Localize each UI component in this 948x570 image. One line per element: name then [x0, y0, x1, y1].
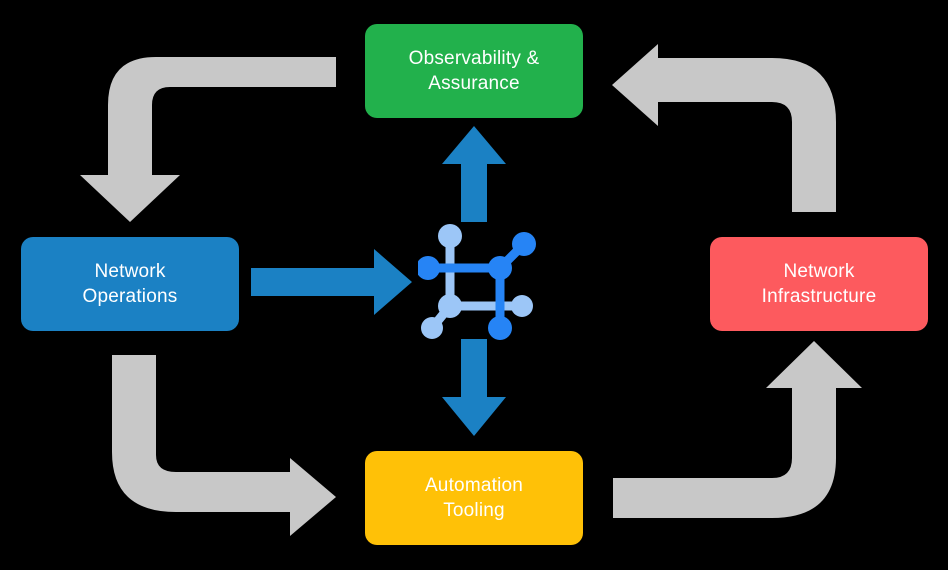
arrow-operations-to-center	[251, 249, 412, 315]
arrow-infrastructure-to-observability	[612, 44, 836, 212]
arrow-automation-to-infrastructure	[613, 341, 862, 518]
node-label-observability: Observability & Assurance	[408, 47, 540, 94]
node-label-operations: Network Operations	[82, 260, 178, 307]
network-icon-dark-nodes	[418, 232, 536, 340]
arrow-center-to-observability	[442, 126, 506, 222]
arrow-center-to-automation	[442, 339, 506, 436]
node-box-automation[interactable]: Automation Tooling	[365, 451, 583, 545]
network-topology-icon	[418, 224, 536, 340]
node-box-infrastructure[interactable]: Network Infrastructure	[710, 237, 928, 331]
arrow-observability-to-operations	[80, 57, 336, 222]
node-label-infrastructure: Network Infrastructure	[761, 260, 877, 307]
node-box-observability[interactable]: Observability & Assurance	[365, 24, 583, 118]
node-label-automation: Automation Tooling	[424, 474, 524, 521]
network-icon-light-nodes	[421, 224, 533, 339]
arrow-operations-to-automation	[112, 355, 336, 536]
node-box-operations[interactable]: Network Operations	[21, 237, 239, 331]
